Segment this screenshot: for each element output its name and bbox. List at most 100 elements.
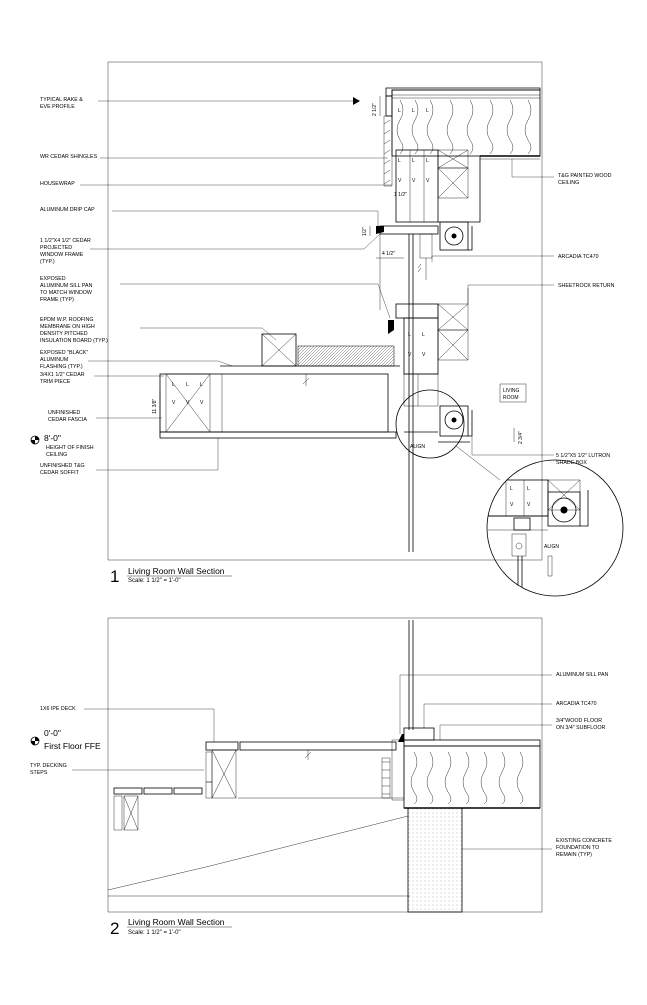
svg-text:WINDOW FRAME: WINDOW FRAME bbox=[40, 252, 84, 258]
svg-text:V: V bbox=[422, 352, 426, 358]
svg-text:V: V bbox=[426, 178, 430, 184]
svg-text:5 1/2"X5 1/2" LUTRON: 5 1/2"X5 1/2" LUTRON bbox=[556, 453, 610, 459]
svg-text:L: L bbox=[422, 332, 425, 338]
dimensions-section-1: 2 1/2" 1 1/2" 1/2" 4 1/2" 11 3/8" 2 3/4"… bbox=[152, 96, 524, 450]
svg-text:EPDM W.P. ROOFING: EPDM W.P. ROOFING bbox=[40, 317, 93, 323]
svg-text:V: V bbox=[408, 352, 412, 358]
upper-wall-framing bbox=[395, 149, 481, 251]
svg-text:CEILING: CEILING bbox=[46, 452, 67, 458]
svg-text:L: L bbox=[527, 486, 530, 492]
svg-text:ALIGN: ALIGN bbox=[544, 544, 559, 550]
svg-text:L: L bbox=[200, 382, 203, 388]
svg-text:FLASHING (TYP.): FLASHING (TYP.) bbox=[40, 364, 83, 370]
svg-text:L: L bbox=[426, 108, 429, 114]
svg-text:ALUMINUM SILL PAN: ALUMINUM SILL PAN bbox=[40, 283, 93, 289]
svg-text:EXPOSED "BLACK": EXPOSED "BLACK" bbox=[40, 350, 88, 356]
svg-text:REMAIN (TYP): REMAIN (TYP) bbox=[556, 852, 592, 858]
svg-text:L: L bbox=[426, 158, 429, 164]
section-1-frame bbox=[107, 61, 543, 561]
svg-text:3/4X1 1/2" CEDAR: 3/4X1 1/2" CEDAR bbox=[40, 372, 85, 378]
roof-assembly bbox=[385, 87, 541, 160]
svg-text:STEPS: STEPS bbox=[30, 770, 48, 776]
svg-text:UNFINISHED T&G: UNFINISHED T&G bbox=[40, 463, 85, 469]
svg-text:V: V bbox=[172, 400, 176, 406]
svg-text:L: L bbox=[412, 158, 415, 164]
section-2-window bbox=[398, 620, 435, 742]
svg-text:T&G PAINTED WOOD: T&G PAINTED WOOD bbox=[558, 173, 612, 179]
svg-text:V: V bbox=[200, 400, 204, 406]
svg-text:CEDAR SOFFIT: CEDAR SOFFIT bbox=[40, 470, 80, 476]
section-2-title: 2 Living Room Wall Section Scale: 1 1/2"… bbox=[110, 917, 232, 938]
svg-text:2 3/4": 2 3/4" bbox=[518, 431, 524, 444]
svg-text:WR CEDAR SHINGLES: WR CEDAR SHINGLES bbox=[40, 154, 98, 160]
svg-text:V: V bbox=[527, 502, 531, 508]
svg-text:V: V bbox=[186, 400, 190, 406]
room-label: LIVING ROOM bbox=[499, 383, 527, 403]
svg-text:DENSITY PITCHED: DENSITY PITCHED bbox=[40, 331, 88, 337]
svg-text:INSULATION BOARD (TYP.): INSULATION BOARD (TYP.) bbox=[40, 338, 108, 344]
svg-text:1 1/2"X4 1/2" CEDAR: 1 1/2"X4 1/2" CEDAR bbox=[40, 238, 91, 244]
svg-text:ALUMINUM: ALUMINUM bbox=[40, 357, 68, 363]
svg-text:11 3/8": 11 3/8" bbox=[152, 398, 158, 414]
section-2-labels: 1X6 IPE DECK TYP. DECKING STEPS ALUMINUM… bbox=[30, 672, 612, 858]
enlarged-detail-callout: ALIGN L L V V bbox=[395, 389, 624, 597]
svg-text:2 1/2": 2 1/2" bbox=[372, 103, 378, 116]
svg-text:ROOM: ROOM bbox=[503, 395, 519, 401]
low-roof bbox=[159, 320, 400, 439]
svg-text:TYPICAL RAKE &: TYPICAL RAKE & bbox=[40, 97, 83, 103]
svg-text:SHADE BOX: SHADE BOX bbox=[556, 460, 587, 466]
svg-text:L: L bbox=[398, 158, 401, 164]
svg-text:Scale: 1 1/2" = 1'-0": Scale: 1 1/2" = 1'-0" bbox=[128, 930, 181, 936]
svg-text:SHEETROCK RETURN: SHEETROCK RETURN bbox=[558, 283, 615, 289]
section-1-left-labels: TYPICAL RAKE & EVE PROFILE WR CEDAR SHIN… bbox=[40, 97, 108, 476]
svg-text:4 1/2": 4 1/2" bbox=[382, 251, 395, 257]
svg-text:1: 1 bbox=[110, 567, 119, 586]
svg-text:HOUSEWRAP: HOUSEWRAP bbox=[40, 181, 75, 187]
section-1-left-leaders bbox=[80, 97, 392, 471]
svg-text:CEDAR FASCIA: CEDAR FASCIA bbox=[48, 417, 87, 423]
svg-text:LIVING: LIVING bbox=[503, 388, 520, 394]
svg-text:L: L bbox=[172, 382, 175, 388]
svg-text:EXPOSED: EXPOSED bbox=[40, 276, 66, 282]
ipe-deck bbox=[205, 741, 404, 799]
svg-text:UNFINISHED: UNFINISHED bbox=[48, 410, 81, 416]
svg-text:TO MATCH WINDOW: TO MATCH WINDOW bbox=[40, 290, 92, 296]
svg-text:V: V bbox=[398, 178, 402, 184]
window-glass bbox=[379, 234, 422, 552]
cedar-shingles bbox=[383, 115, 393, 187]
svg-text:TRIM PIECE: TRIM PIECE bbox=[40, 379, 71, 385]
svg-text:Living Room Wall Section: Living Room Wall Section bbox=[128, 917, 225, 927]
svg-text:ARCADIA TC470: ARCADIA TC470 bbox=[556, 701, 597, 707]
svg-text:3/4"WOOD FLOOR: 3/4"WOOD FLOOR bbox=[556, 718, 602, 724]
svg-text:2: 2 bbox=[110, 919, 119, 938]
floor-assembly bbox=[381, 739, 541, 809]
svg-text:FRAME (TYP): FRAME (TYP) bbox=[40, 297, 74, 303]
section-1-right-labels: T&G PAINTED WOOD CEILING ARCADIA TC470 S… bbox=[431, 159, 615, 466]
svg-text:ALUMINUM SILL PAN: ALUMINUM SILL PAN bbox=[556, 672, 609, 678]
section-2-frame bbox=[107, 617, 543, 913]
svg-text:L: L bbox=[510, 486, 513, 492]
lower-wall-framing bbox=[395, 288, 473, 443]
svg-text:TYP. DECKING: TYP. DECKING bbox=[30, 763, 67, 769]
svg-text:1/2": 1/2" bbox=[362, 227, 368, 236]
svg-text:L: L bbox=[186, 382, 189, 388]
decking-steps bbox=[113, 787, 203, 831]
svg-text:L: L bbox=[398, 108, 401, 114]
svg-text:1X6 IPE DECK: 1X6 IPE DECK bbox=[40, 706, 76, 712]
svg-text:ON 3/4" SUBFLOOR: ON 3/4" SUBFLOOR bbox=[556, 725, 605, 731]
svg-text:1 1/2": 1 1/2" bbox=[394, 192, 407, 198]
level-marker-8ft: 8'-0" bbox=[30, 433, 61, 445]
svg-text:CEILING: CEILING bbox=[558, 180, 579, 186]
section-1-title: 1 Living Room Wall Section Scale: 1 1/2"… bbox=[110, 566, 232, 586]
svg-text:V: V bbox=[412, 178, 416, 184]
svg-text:First Floor FFE: First Floor FFE bbox=[44, 741, 101, 751]
svg-text:Scale: 1 1/2" = 1'-0": Scale: 1 1/2" = 1'-0" bbox=[128, 578, 181, 584]
svg-text:ALUMINUM DRIP CAP: ALUMINUM DRIP CAP bbox=[40, 207, 95, 213]
svg-text:0'-0": 0'-0" bbox=[44, 728, 61, 738]
svg-text:EXISTING CONCRETE: EXISTING CONCRETE bbox=[556, 838, 612, 844]
svg-text:MEMBRANE ON HIGH: MEMBRANE ON HIGH bbox=[40, 324, 95, 330]
svg-text:HEIGHT OF FINISH: HEIGHT OF FINISH bbox=[46, 445, 94, 451]
svg-text:(TYP.): (TYP.) bbox=[40, 259, 55, 265]
